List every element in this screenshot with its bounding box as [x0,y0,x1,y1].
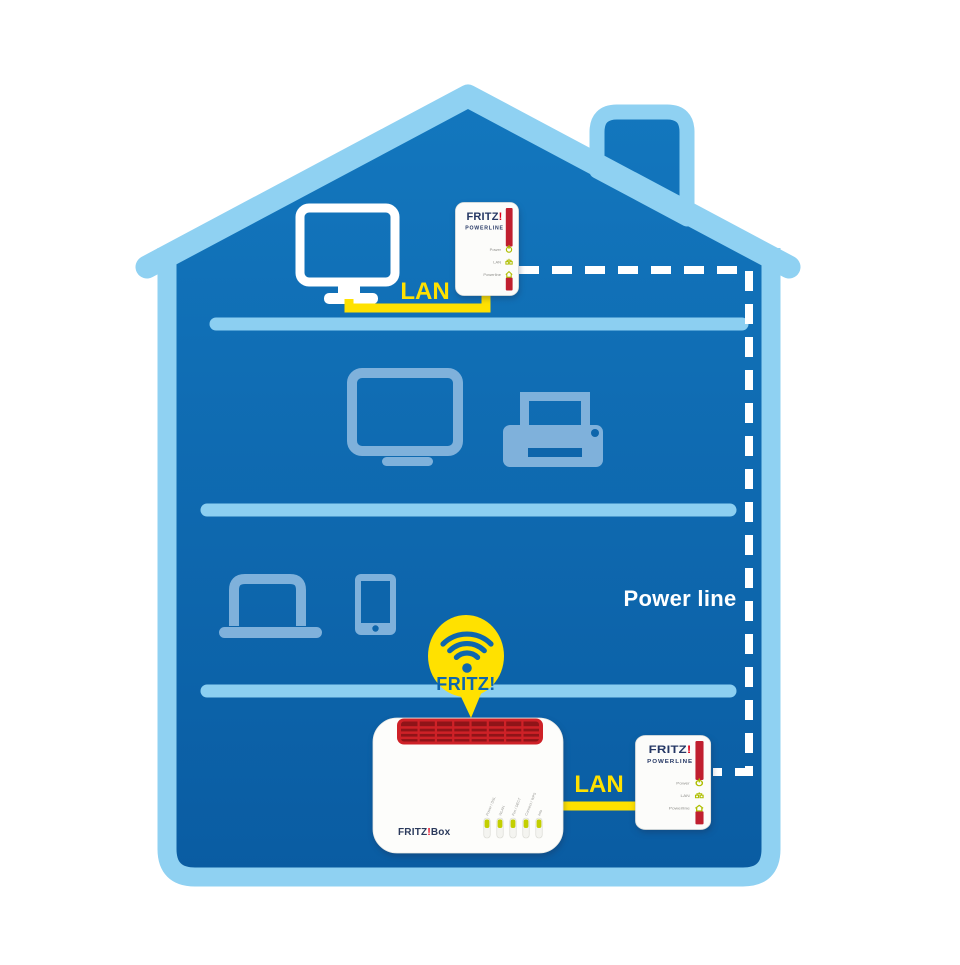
lan-label-top: LAN [400,278,449,305]
bubble-body [428,615,504,697]
router-led-label: Power / DSL [485,796,496,816]
bubble-label: FRITZ! [436,674,495,694]
powerline-adapter-bottom [634,734,712,831]
smartphone-icon [355,574,396,635]
router-brand: FRITZ!Box [398,827,451,838]
desktop-monitor-icon [347,368,463,466]
wifi-icon [440,631,494,673]
roof [135,84,801,279]
laptop-icon [219,574,322,638]
router-led: WLAN [496,805,506,839]
router-led-label: Info [537,809,543,816]
lan-cable-top [344,294,491,313]
computer-monitor-icon [295,203,400,304]
router-led-label: Fon / DECT [511,797,522,817]
powerline-dashed-route [519,266,753,776]
lan-label-bottom: LAN [574,771,623,798]
router-led: Info [535,809,543,839]
router-led: Power / DSL [483,796,496,839]
house-wall [166,96,772,868]
router-led: Fon / DECT [509,797,522,839]
router-grille [397,718,543,745]
fritzbox-router: FRITZ!Box Power / DSL WLAN Fon / DECT Co… [372,717,564,854]
wifi-bubble: FRITZ! [428,615,504,718]
router-led-label: WLAN [498,805,506,817]
powerline-adapter-top [454,201,520,297]
house-outline [157,248,781,887]
power-line-label: Power line [623,586,736,611]
printer-icon [503,392,603,467]
